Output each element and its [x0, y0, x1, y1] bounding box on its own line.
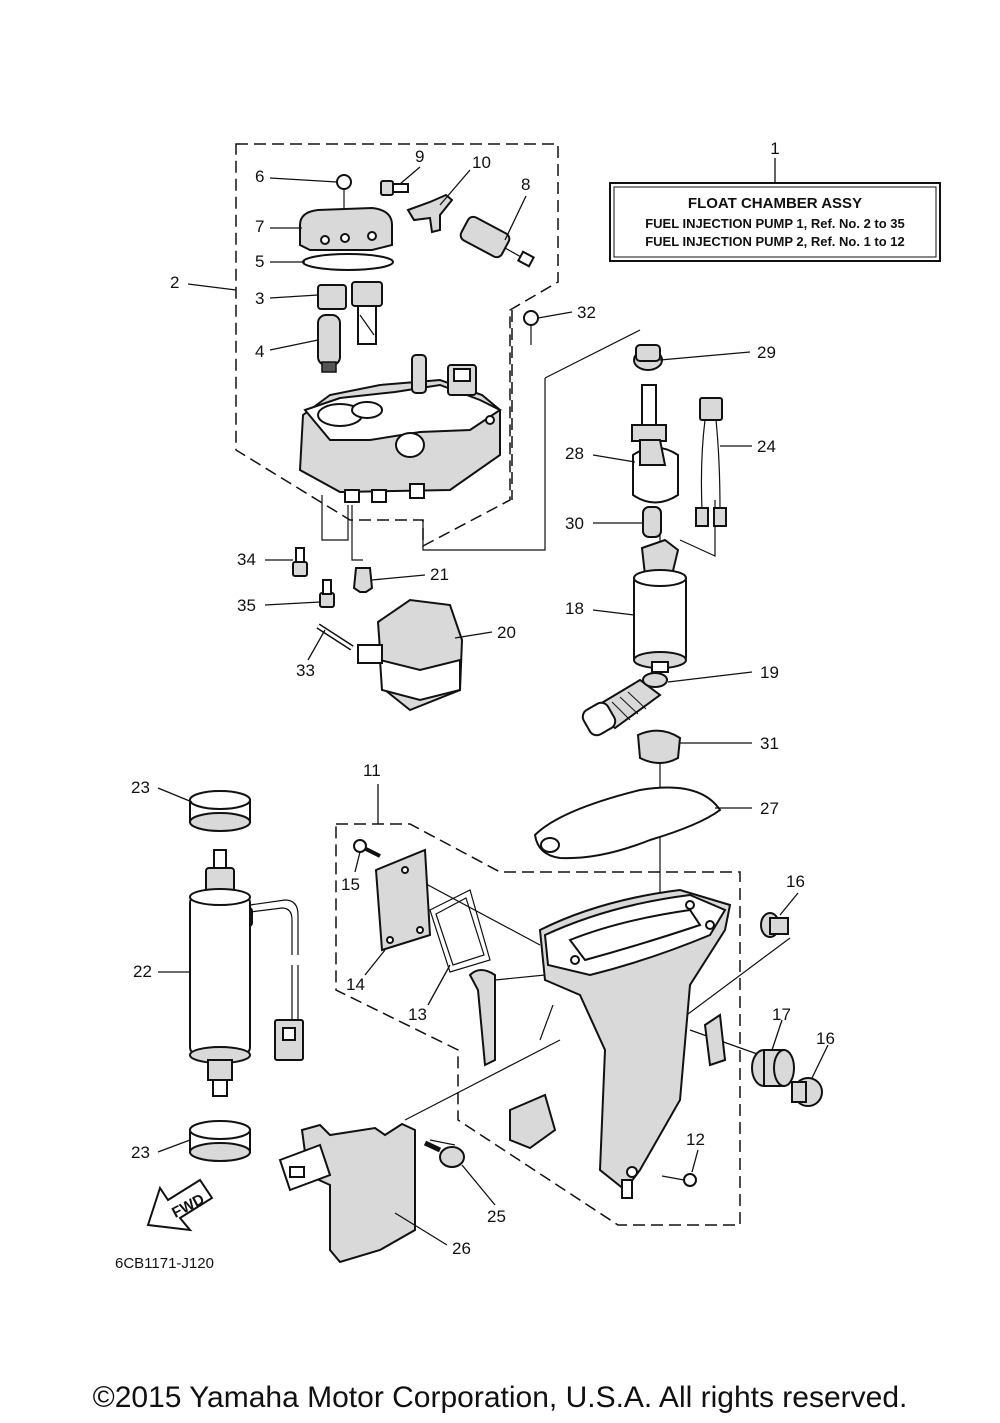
fuel-pump-22-group: [189, 790, 304, 1162]
ref-23-lower: 23: [131, 1143, 150, 1162]
screw-6-icon: [336, 174, 352, 210]
ref-14: 14: [346, 975, 365, 994]
gasket-13-icon: [429, 889, 491, 973]
ref-19: 19: [760, 663, 779, 682]
ref-7: 7: [255, 217, 264, 236]
ref-33: 33: [296, 661, 315, 680]
ref-16-upper: 16: [786, 872, 805, 891]
diagram-code: 6CB1171-J120: [115, 1255, 214, 1272]
grommet-16-lower-icon: [791, 1077, 823, 1107]
ref-23-upper: 23: [131, 778, 150, 797]
harness-24-icon: [695, 397, 727, 527]
band-23-upper-icon: [189, 790, 251, 832]
ref-30: 30: [565, 514, 584, 533]
float-chamber-callout-box: FLOAT CHAMBER ASSY FUEL INJECTION PUMP 1…: [609, 158, 941, 262]
ref-31: 31: [760, 734, 779, 753]
fuel-pump-22-icon: [189, 849, 304, 1097]
ref-6: 6: [255, 167, 264, 186]
ref-4: 4: [255, 342, 264, 361]
cover-7-icon: [299, 206, 393, 251]
ref-24: 24: [757, 437, 776, 456]
ref-20: 20: [497, 623, 516, 642]
screw-9-icon: [380, 180, 409, 196]
reference-numbers: 1 2 3 4 5 6 7 8 9 10 11 12 13 14 15 16 1: [131, 139, 835, 1258]
ref-1: 1: [770, 139, 779, 158]
assembly-dashed-outlines: [235, 143, 741, 1226]
ref-18: 18: [565, 599, 584, 618]
ref-2: 2: [170, 273, 179, 292]
pipe-28-icon: [631, 384, 679, 504]
ref-27: 27: [760, 799, 779, 818]
bolt-25-icon: [423, 1140, 465, 1168]
band-23-lower-icon: [189, 1120, 251, 1162]
ref-22: 22: [133, 962, 152, 981]
grommet-16-upper-icon: [760, 912, 789, 938]
grommet-29-icon: [633, 344, 663, 371]
ref-34: 34: [237, 550, 256, 569]
bolt-34-icon: [292, 547, 308, 577]
ref-3: 3: [255, 289, 264, 308]
holder-3-icon: [317, 281, 383, 345]
pump-18-icon: [633, 538, 687, 673]
screw-12-icon: [661, 1173, 697, 1187]
ref-8: 8: [521, 175, 530, 194]
valve-21-icon: [352, 567, 374, 593]
ref-12: 12: [686, 1130, 705, 1149]
callout-line-1: FUEL INJECTION PUMP 1, Ref. No. 2 to 35: [645, 216, 905, 231]
holder-31-icon: [636, 729, 682, 764]
ref-25: 25: [487, 1207, 506, 1226]
ref-32: 32: [577, 303, 596, 322]
ref-13: 13: [408, 1005, 427, 1024]
bolt-35-icon: [319, 579, 335, 608]
callout-line-2: FUEL INJECTION PUMP 2, Ref. No. 1 to 12: [645, 234, 905, 249]
cover-20-icon: [357, 598, 464, 712]
ref-16-lower: 16: [816, 1029, 835, 1048]
filter-4-icon: [317, 314, 341, 373]
copyright-notice: ©2015 Yamaha Motor Corporation, U.S.A. A…: [92, 1381, 908, 1414]
ref-21: 21: [430, 565, 449, 584]
plate-14-icon: [374, 848, 432, 952]
ref-5: 5: [255, 252, 264, 271]
ref-11: 11: [363, 761, 381, 780]
gasket-27-icon: [533, 786, 722, 860]
ref-26: 26: [452, 1239, 471, 1258]
float-chamber-body-icon: [298, 354, 502, 503]
chamber-body-icon: [468, 888, 732, 1199]
upper-float-assembly: [292, 174, 539, 712]
screw-32-icon: [523, 310, 539, 345]
right-column-parts: [533, 344, 727, 860]
ref-10: 10: [472, 153, 491, 172]
ref-35: 35: [237, 596, 256, 615]
bracket-26-icon: [278, 1122, 416, 1264]
gasket-5-icon: [302, 253, 394, 271]
ref-17: 17: [772, 1005, 791, 1024]
bracket-10-icon: [406, 193, 454, 234]
valve-8-icon: [459, 215, 535, 268]
ref-9: 9: [415, 147, 424, 166]
screw-15-icon: [353, 839, 381, 858]
ref-29: 29: [757, 343, 776, 362]
damper-17-icon: [751, 1049, 795, 1087]
filter-30-icon: [642, 506, 662, 538]
lower-float-chamber: [353, 839, 823, 1199]
ref-15: 15: [341, 875, 360, 894]
strainer-19-icon: [581, 672, 668, 737]
ref-28: 28: [565, 444, 584, 463]
fwd-arrow-icon: FWD: [146, 1178, 214, 1232]
callout-title: FLOAT CHAMBER ASSY: [688, 195, 862, 212]
